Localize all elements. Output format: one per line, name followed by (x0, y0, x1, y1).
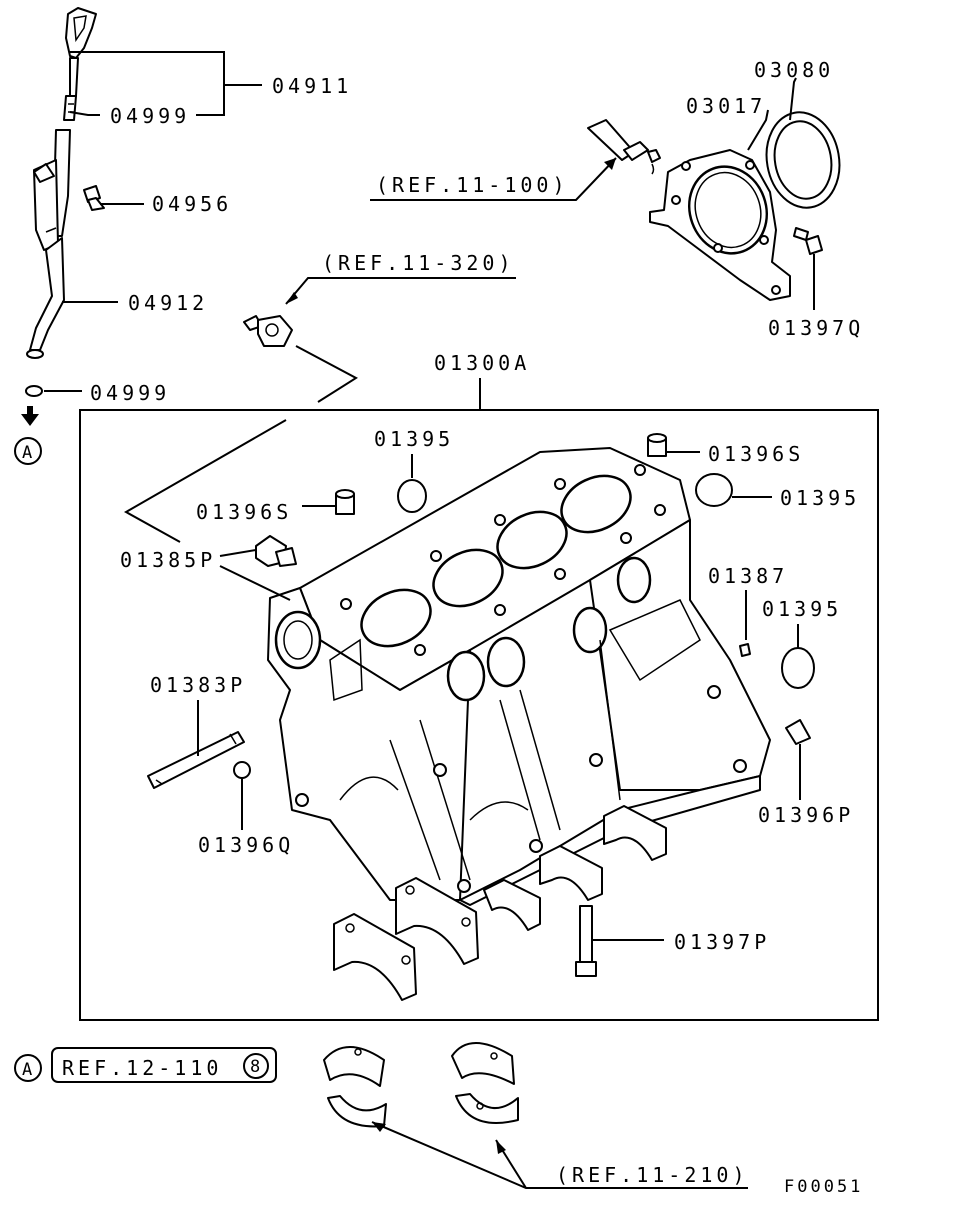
label-04911: 04911 (272, 74, 352, 98)
dowel-01396s-top-right (647, 433, 667, 457)
main-bearing-pair-left (323, 1046, 387, 1128)
main-bearing-cap-1 (333, 913, 417, 1001)
label-03080: 03080 (754, 58, 834, 82)
plug-01395-top (397, 479, 427, 513)
ref-12-110-number-circle (243, 1053, 269, 1079)
main-bearing-cap-2 (395, 877, 479, 965)
label-01396s-left: 01396S (196, 500, 292, 524)
plug-01395-right-1 (695, 473, 733, 507)
label-01385p: 01385P (120, 548, 216, 572)
label-ref-12-110: REF.12-110 (62, 1056, 222, 1080)
label-01300a: 01300A (434, 351, 530, 375)
pin-01387 (739, 643, 751, 657)
dipstick-o-ring (25, 385, 43, 397)
label-01397p: 01397P (674, 930, 770, 954)
label-01395-right-1: 01395 (780, 486, 860, 510)
circle-a-bottom-letter: A (22, 1060, 35, 1080)
stud-01383p (147, 731, 245, 789)
plug-01395-right-2 (781, 647, 815, 689)
guide-bolt (83, 185, 105, 211)
rear-oil-seal (765, 111, 841, 209)
label-01387: 01387 (708, 564, 788, 588)
label-ref-11-320: (REF.11-320) (322, 251, 515, 275)
oil-gallery-plug (255, 535, 297, 567)
main-bearing-pair-right (451, 1042, 519, 1124)
label-04999-bottom: 04999 (90, 381, 170, 405)
label-01395-top: 01395 (374, 427, 454, 451)
main-bolt-01397p (575, 905, 597, 977)
circle-a-top (14, 437, 42, 465)
label-01397q: 01397Q (768, 316, 864, 340)
ref-12-110-box (51, 1047, 277, 1083)
label-ref-11-100: (REF.11-100) (376, 173, 569, 197)
oil-dipstick (63, 7, 97, 121)
dowel-01396p (785, 719, 811, 745)
label-ref-11-210: (REF.11-210) (556, 1163, 749, 1187)
label-01383p: 01383P (150, 673, 246, 697)
label-01395-right-2: 01395 (762, 597, 842, 621)
oil-pressure-switch (243, 315, 293, 347)
oil-seal-case (649, 149, 791, 301)
sealant-tube (587, 119, 661, 175)
label-ref-12-110-number: 8 (250, 1057, 263, 1077)
dowel-01396q (233, 761, 251, 779)
arrow-down-icon (21, 406, 39, 426)
dipstick-guide (26, 129, 71, 359)
main-bearing-cap-3 (483, 879, 541, 931)
label-03017: 03017 (686, 94, 766, 118)
label-04956: 04956 (152, 192, 232, 216)
circle-a-top-letter: A (22, 443, 35, 463)
circle-a-bottom (14, 1054, 42, 1082)
dowel-01396s-left (335, 489, 355, 515)
label-01396s-top-right: 01396S (708, 442, 804, 466)
main-bearing-cap-4 (539, 845, 603, 901)
label-04999-top: 04999 (110, 104, 190, 128)
main-bearing-cap-5 (603, 805, 667, 861)
seal-case-bolt (793, 227, 823, 255)
figure-code: F00051 (784, 1177, 863, 1197)
label-04912: 04912 (128, 291, 208, 315)
label-01396q: 01396Q (198, 833, 294, 857)
label-01396p: 01396P (758, 803, 854, 827)
cylinder-block (267, 447, 771, 906)
